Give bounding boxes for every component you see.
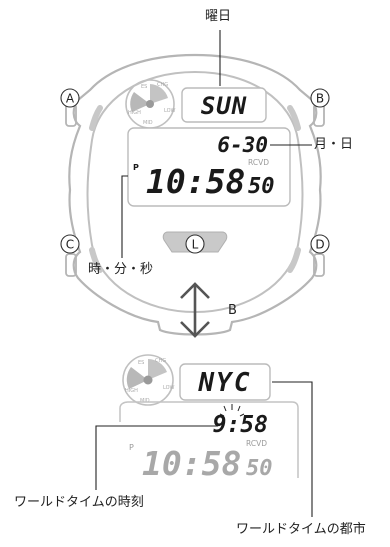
- button-c-label: C: [66, 238, 74, 252]
- bezel-accent-left: [89, 105, 103, 131]
- dial-mark-chg: CHG: [157, 82, 168, 88]
- blink-rays: [219, 404, 245, 417]
- city-display: NYC: [198, 368, 252, 398]
- rcvd-indicator-2: RCVD: [246, 439, 267, 448]
- dial2-mark-low: LOW: [163, 385, 175, 391]
- dial2-mark-high: HIGH: [125, 388, 138, 394]
- button-l-circle: [185, 234, 205, 254]
- dial2-mark-mid: MID: [140, 398, 150, 404]
- leader-world-city: [272, 381, 313, 517]
- top-watch: A B C D L ES CHG LOW MID HIGH SUN 6-30 R…: [60, 53, 330, 336]
- leader-world-time: [95, 425, 218, 490]
- dial-mark-mid: MID: [143, 120, 153, 126]
- label-hour-min-sec: 時・分・秒: [88, 262, 154, 277]
- dial2-mark-chg: CHG: [155, 358, 166, 364]
- button-b-circle: [310, 88, 330, 108]
- dial2-mark-es: ES: [138, 360, 144, 366]
- date-display: 6-30: [217, 133, 268, 157]
- button-c-circle: [60, 234, 80, 254]
- main-lcd-panel: [127, 127, 291, 207]
- label-world-time: ワールドタイムの時刻: [14, 495, 144, 510]
- day-of-week-display: SUN: [201, 92, 247, 120]
- button-l-label: L: [192, 238, 199, 252]
- button-d-label: D: [315, 238, 324, 252]
- city-lcd-panel: [179, 363, 271, 401]
- time-display: 10:58: [146, 162, 245, 201]
- label-month-day: 月・日: [314, 137, 354, 152]
- bezel-accent-right-low: [287, 247, 301, 273]
- side-button-c-stub[interactable]: [65, 253, 77, 277]
- label-transition-button: B: [228, 303, 237, 318]
- dial-mark-low: LOW: [164, 108, 176, 114]
- pm-indicator: P: [133, 163, 139, 172]
- rcvd-indicator: RCVD: [248, 158, 269, 167]
- dial-mark-es: ES: [141, 84, 147, 90]
- button-a-label: A: [66, 92, 75, 106]
- seconds-display-2: 50: [246, 456, 273, 481]
- power-indicator-dial: ES CHG LOW MID HIGH: [125, 79, 176, 129]
- bezel-accent-left-low: [89, 247, 103, 273]
- side-button-d-stub[interactable]: [313, 253, 325, 277]
- main-lcd-panel-2: [119, 401, 299, 478]
- transition-arrow: [180, 282, 210, 338]
- button-a-circle: [60, 88, 80, 108]
- bottom-watch-detail: ES CHG LOW MID HIGH NYC 9:58 RCVD P 10:5…: [119, 354, 299, 483]
- seconds-display: 50: [248, 174, 275, 199]
- button-b-label: B: [316, 92, 324, 106]
- pm-indicator-2: P: [129, 443, 134, 452]
- label-day-of-week: 曜日: [205, 9, 232, 24]
- leader-hour-min-sec: [121, 175, 128, 258]
- button-d-circle: [310, 234, 330, 254]
- bezel-accent-right: [287, 105, 301, 131]
- label-world-city: ワールドタイムの都市: [236, 522, 366, 537]
- time-display-2: 10:58: [142, 444, 241, 483]
- power-indicator-dial-2: ES CHG LOW MID HIGH: [122, 354, 175, 406]
- dial-mark-high: HIGH: [128, 110, 141, 116]
- world-time-display: 9:58: [213, 412, 268, 438]
- day-lcd-panel: [181, 87, 267, 123]
